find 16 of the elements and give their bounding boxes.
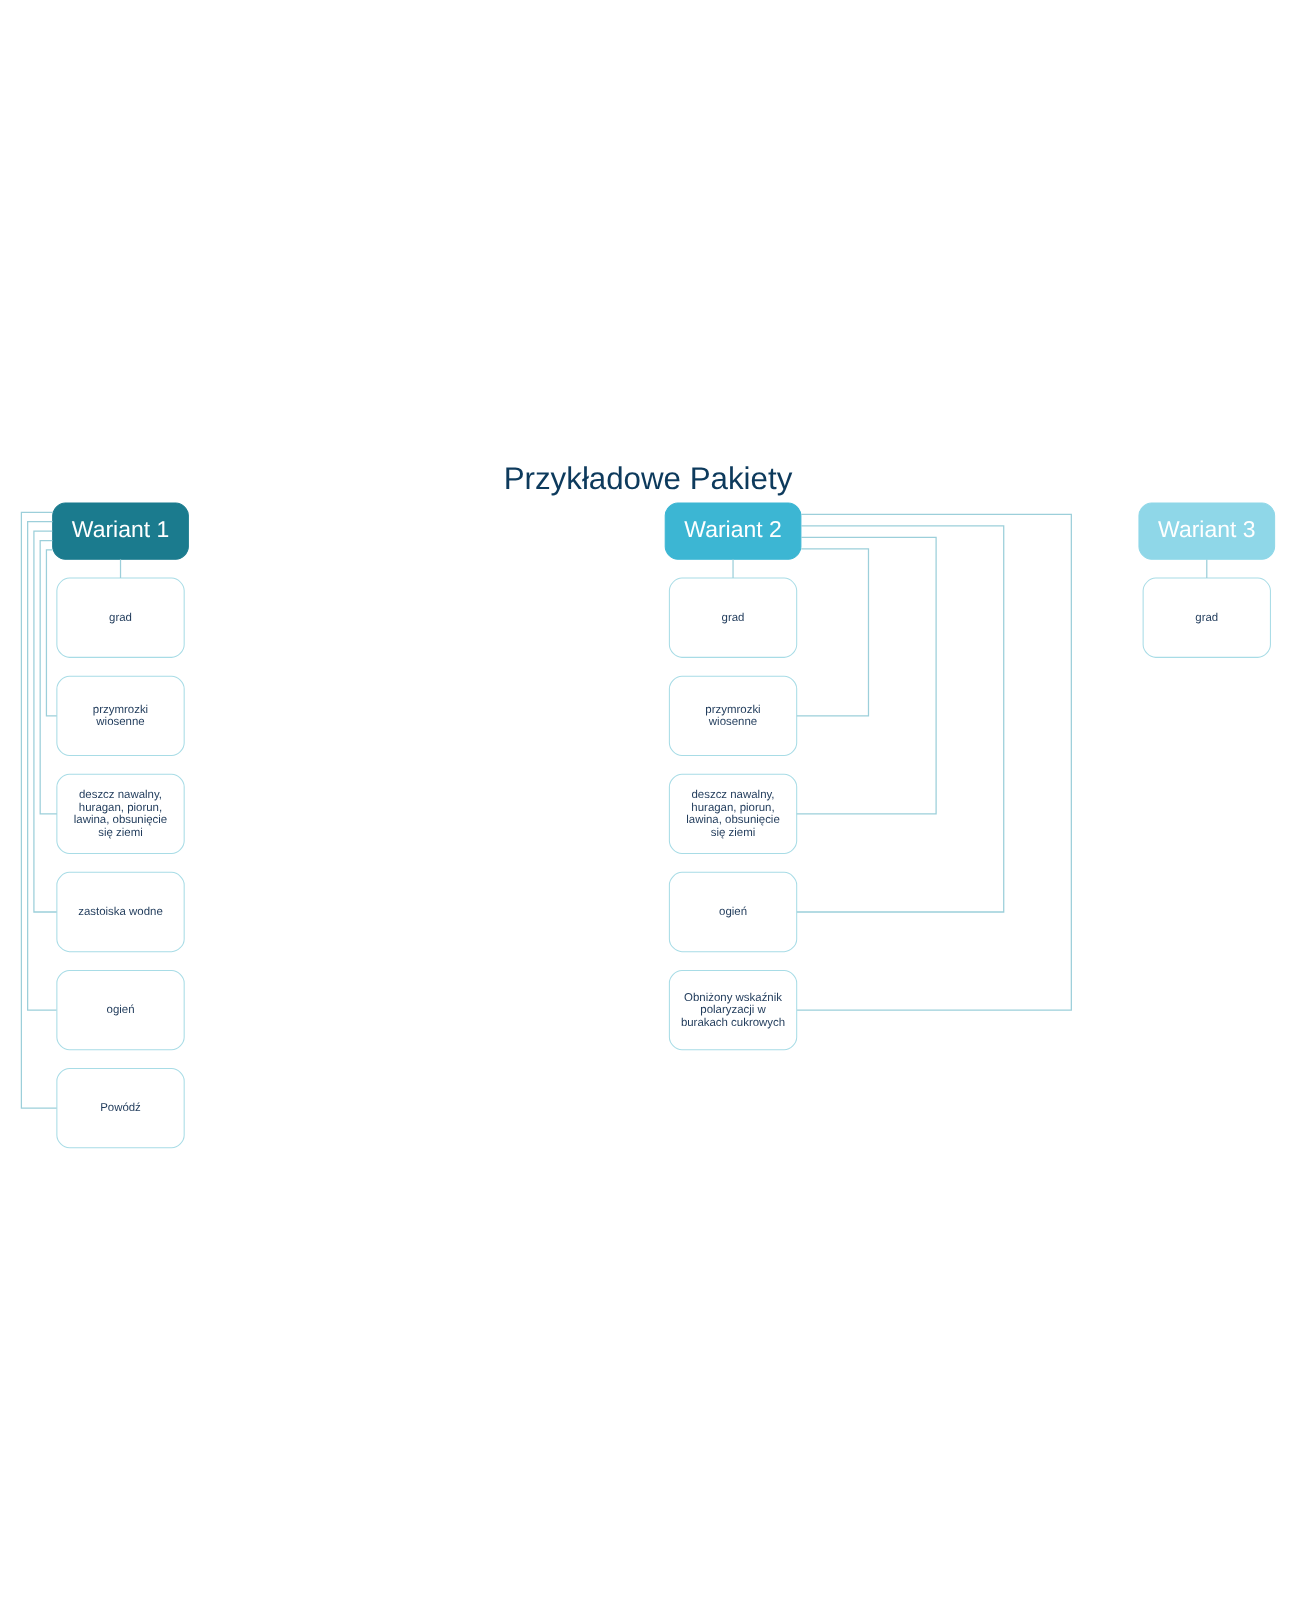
connector [796, 524, 1005, 912]
connector [20, 510, 58, 1108]
connector [45, 548, 58, 716]
connector [1206, 557, 1208, 578]
connector [796, 535, 937, 814]
connector [119, 557, 122, 578]
connector [796, 512, 1072, 1010]
connector [39, 538, 58, 814]
connector [27, 520, 58, 1010]
connector [33, 529, 58, 912]
node-box: Wariant 1 [52, 501, 189, 559]
node-box: Wariant 2 [664, 501, 802, 559]
diagram-title: Przykładowe Pakiety [503, 462, 793, 497]
connector [796, 547, 870, 716]
node-box: Wariant 3 [1138, 501, 1276, 559]
connector [732, 557, 734, 578]
